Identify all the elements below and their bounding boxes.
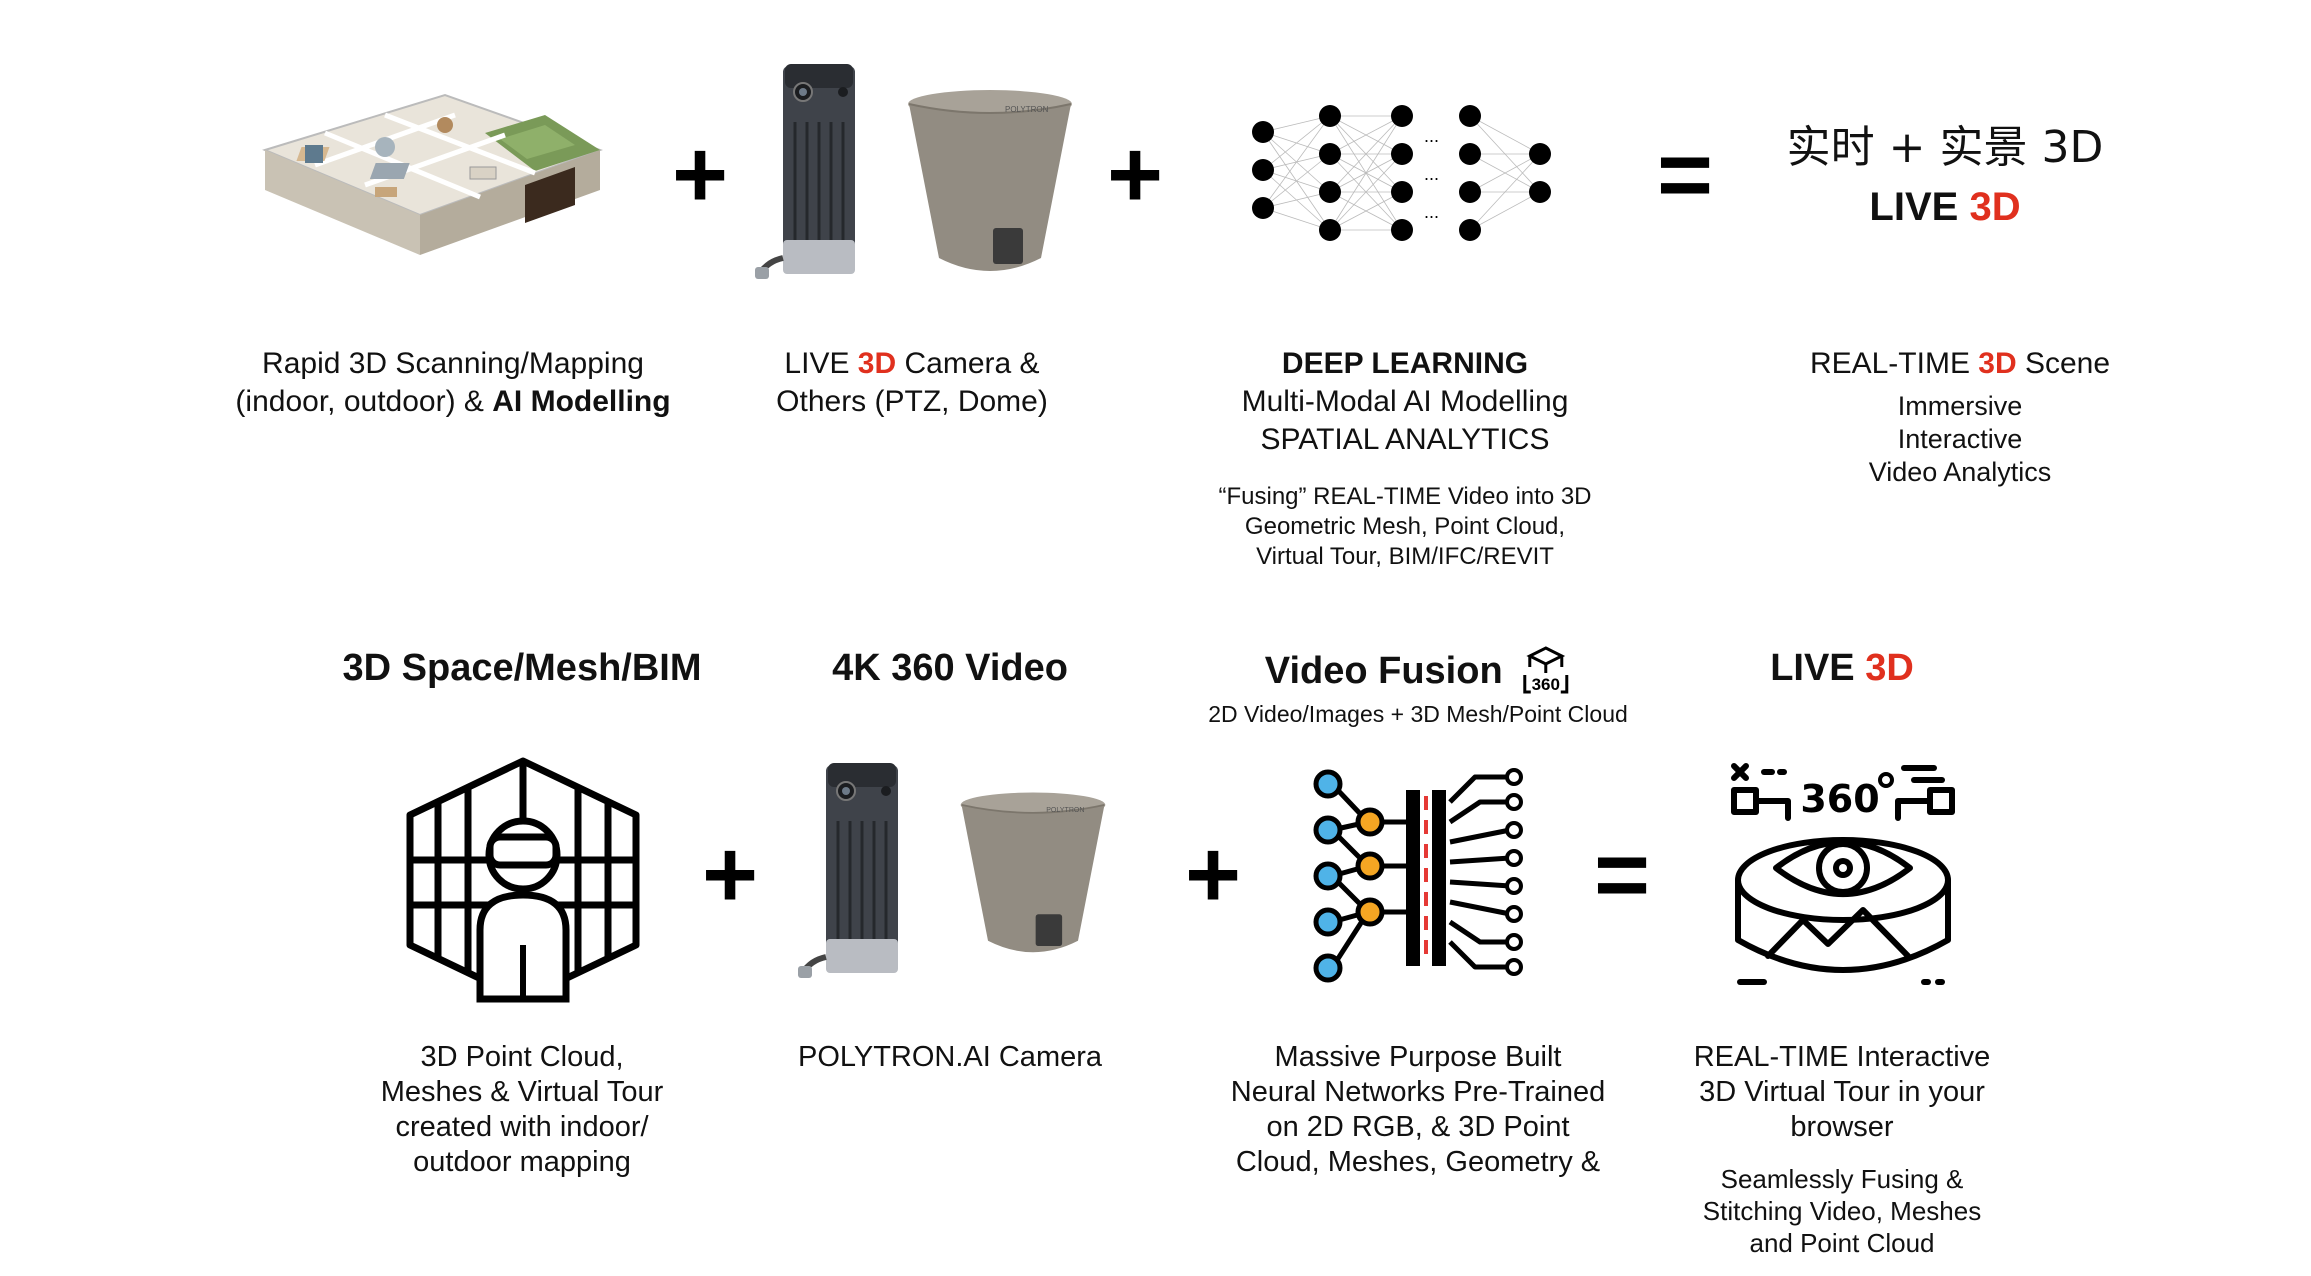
caption-line: Others (PTZ, Dome) [776, 385, 1048, 418]
subcaption-line: Stitching Video, Meshes [1702, 1196, 1982, 1226]
caption-part: REAL-TIME [1809, 347, 1979, 380]
caption-red: 3D [857, 347, 897, 380]
neural-fusion-icon [1310, 762, 1530, 992]
caption-line: REAL-TIME Interactive [1693, 1041, 1991, 1073]
row1-col2-caption: LIVE 3D Camera & Others (PTZ, Dome) [776, 345, 1048, 421]
caption-line: Cloud, Meshes, Geometry & [1235, 1146, 1601, 1178]
row2-col2-header: 4K 360 Video [832, 647, 1068, 689]
dome-camera-icon: POLYTRON [905, 88, 1075, 288]
subcaption-line: Video Analytics [1868, 457, 2052, 487]
video-fusion-title: Video Fusion [1264, 650, 1503, 692]
plus-operator: + [701, 821, 759, 928]
caption-line: on 2D RGB, & 3D Point [1266, 1111, 1570, 1143]
caption-line: created with indoor/ [395, 1111, 649, 1143]
row2-col2-caption: POLYTRON.AI Camera [797, 1041, 1103, 1073]
row2-col3-caption: Massive Purpose Built Neural Networks Pr… [1231, 1040, 1605, 1180]
chinese-title: 实时 + 实景 3D [1786, 122, 2104, 173]
caption-line: Neural Networks Pre-Trained [1230, 1076, 1606, 1108]
subcaption-line: Seamlessly Fusing & [1720, 1164, 1964, 1194]
badge-360-text: 360 [1532, 675, 1560, 694]
live3d-title-pre: LIVE [1869, 185, 1970, 229]
plus-operator: + [1106, 121, 1164, 228]
ellipsis-label: ... [1424, 164, 1439, 184]
row2-col3-subheader: 2D Video/Images + 3D Mesh/Point Cloud [1208, 701, 1628, 727]
caption-line: REAL-TIME 3D Scene [1810, 345, 2110, 383]
badge-360-text: 360 [1800, 777, 1879, 821]
subcaption-line: “Fusing” REAL-TIME Video into 3D [1218, 483, 1592, 510]
svg-text:POLYTRON: POLYTRON [1046, 807, 1084, 814]
caption-line: 3D Point Cloud, [420, 1041, 624, 1073]
ellipsis-label: ... [1424, 126, 1439, 146]
equals-operator: = [1656, 121, 1714, 228]
row1-col1-caption: Rapid 3D Scanning/Mapping (indoor, outdo… [235, 345, 670, 421]
subcaption-line: Virtual Tour, BIM/IFC/REVIT [1256, 543, 1554, 570]
row1-col4-caption: REAL-TIME 3D Scene [1810, 345, 2110, 383]
row2-col4-caption: REAL-TIME Interactive 3D Virtual Tour in… [1694, 1040, 1991, 1145]
subcaption-line: Geometric Mesh, Point Cloud, [1244, 513, 1566, 540]
cube-360-icon: 360 [1521, 645, 1571, 695]
caption-red: 3D [1978, 347, 2017, 380]
deep-learning-title: DEEP LEARNING [1281, 347, 1529, 380]
equals-operator: = [1593, 821, 1651, 928]
live-header-pre: LIVE [1770, 647, 1866, 689]
row1-col3-subcaption: “Fusing” REAL-TIME Video into 3D Geometr… [1218, 482, 1591, 572]
caption-line: LIVE 3D Camera & [776, 345, 1048, 383]
dome-camera-icon: POLYTRON [958, 790, 1108, 968]
caption-line: 3D Virtual Tour in your [1699, 1076, 1985, 1108]
vr-person-grid-icon [398, 755, 648, 1005]
plus-operator: + [1184, 821, 1242, 928]
subcaption-line: Immersive [1897, 391, 2023, 421]
plus-operator: + [671, 121, 729, 228]
live-header-red: 3D [1865, 647, 1914, 689]
caption-part: (indoor, outdoor) & [235, 385, 493, 418]
caption-line: browser [1790, 1111, 1894, 1143]
caption-bold: AI Modelling [492, 385, 671, 418]
row2-col1-caption: 3D Point Cloud, Meshes & Virtual Tour cr… [381, 1040, 664, 1180]
caption-line: (indoor, outdoor) & AI Modelling [235, 383, 670, 421]
live3d-camera-icon [755, 62, 865, 292]
row1-col3-caption: DEEP LEARNING Multi-Modal AI Modelling S… [1242, 345, 1569, 459]
caption-line: SPATIAL ANALYTICS [1260, 423, 1550, 456]
caption-line: Rapid 3D Scanning/Mapping [262, 347, 644, 380]
subcaption-line: Interactive [1897, 424, 2023, 454]
subcaption-line: and Point Cloud [1749, 1228, 1935, 1258]
row1-col4-subcaption: Immersive Interactive Video Analytics [1869, 390, 2052, 489]
svg-text:POLYTRON: POLYTRON [1005, 105, 1049, 114]
row2-col4-header: LIVE 3D [1770, 645, 1914, 691]
neural-network-icon: ... ... ... [1245, 100, 1565, 250]
caption-line: Meshes & Virtual Tour [380, 1076, 664, 1108]
caption-part: LIVE [784, 347, 858, 380]
row2-col4-subcaption: Seamlessly Fusing & Stitching Video, Mes… [1703, 1163, 1981, 1259]
row2-col3-header: Video Fusion 360 [1265, 645, 1571, 695]
row2-col1-header: 3D Space/Mesh/BIM [342, 647, 702, 689]
live3d-title-red: 3D [1969, 185, 2021, 229]
caption-line: outdoor mapping [413, 1146, 631, 1178]
eye-360-view-icon: 360 [1728, 760, 1958, 990]
live3d-camera-icon [798, 756, 908, 996]
caption-part: Camera & [896, 347, 1040, 380]
caption-part: Scene [2016, 347, 2111, 380]
house-floorplan-3d-icon [245, 55, 615, 285]
caption-line: Massive Purpose Built [1274, 1041, 1562, 1073]
live3d-title: LIVE 3D [1869, 183, 2020, 231]
caption-line: Multi-Modal AI Modelling [1241, 385, 1569, 418]
ellipsis-label: ... [1424, 202, 1439, 222]
